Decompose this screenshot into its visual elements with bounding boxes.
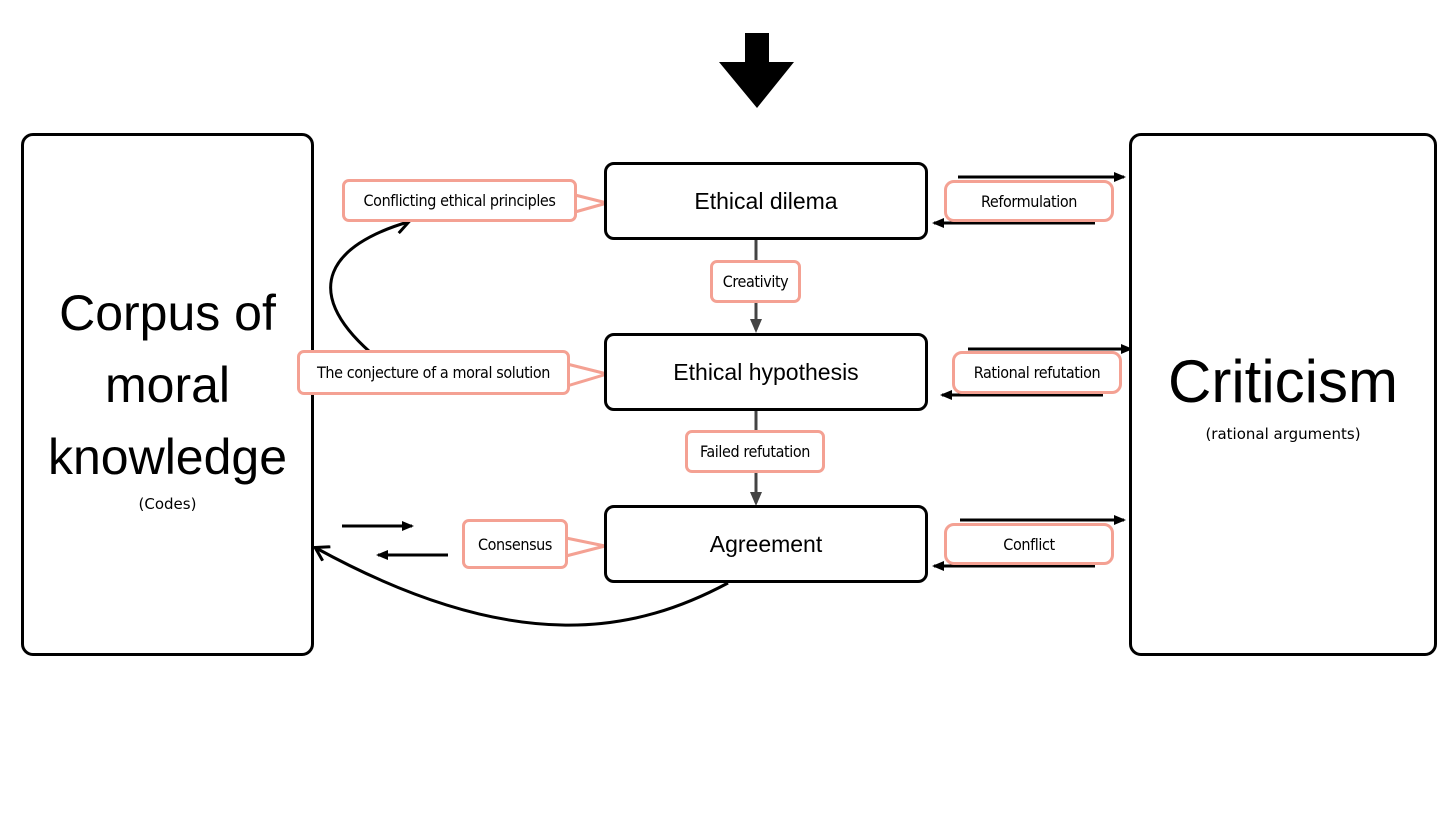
tag-label: Rational refutation — [973, 363, 1101, 382]
tag-failed-refutation: Failed refutation — [685, 430, 825, 473]
tag-label: Reformulation — [981, 191, 1077, 211]
stage-agreement: Agreement — [604, 505, 928, 583]
tag-tail-conjecture — [565, 362, 609, 388]
tag-label: Creativity — [722, 272, 789, 291]
tag-conflicting-principles: Conflicting ethical principles — [342, 179, 577, 222]
criticism-title: Criticism — [1168, 347, 1398, 415]
tag-label: Conflict — [1003, 534, 1055, 554]
tag-conjecture: The conjecture of a moral solution — [297, 350, 570, 395]
tag-rational-refutation: Rational refutation — [952, 351, 1122, 394]
curve-agreement-to-corpus — [316, 548, 729, 627]
corpus-title: Corpus of moral knowledge — [47, 284, 288, 485]
stage-label: Agreement — [709, 530, 823, 557]
tag-label: The conjecture of a moral solution — [316, 363, 551, 382]
tag-tail-consensus — [564, 536, 607, 558]
criticism-subtitle: (rational arguments) — [1205, 424, 1361, 443]
tag-label: Consensus — [478, 534, 552, 554]
curve-conjecture-to-conflicting — [329, 222, 408, 354]
stage-ethical-hypothesis: Ethical hypothesis — [604, 333, 928, 411]
down-arrow-icon — [719, 33, 794, 108]
stage-ethical-dilemma: Ethical dilema — [604, 162, 928, 240]
tag-conflict: Conflict — [944, 523, 1114, 565]
tag-tail-conflicting — [573, 193, 609, 214]
tag-creativity: Creativity — [710, 260, 801, 303]
tag-label: Failed refutation — [699, 442, 811, 461]
criticism-box: Criticism (rational arguments) — [1129, 133, 1437, 656]
stage-label: Ethical dilema — [694, 187, 838, 214]
corpus-subtitle: (Codes) — [138, 494, 197, 513]
corpus-box: Corpus of moral knowledge (Codes) — [21, 133, 314, 656]
stage-label: Ethical hypothesis — [673, 358, 859, 385]
tag-label: Conflicting ethical principles — [363, 191, 556, 210]
tag-consensus: Consensus — [462, 519, 568, 569]
tag-reformulation: Reformulation — [944, 180, 1114, 222]
